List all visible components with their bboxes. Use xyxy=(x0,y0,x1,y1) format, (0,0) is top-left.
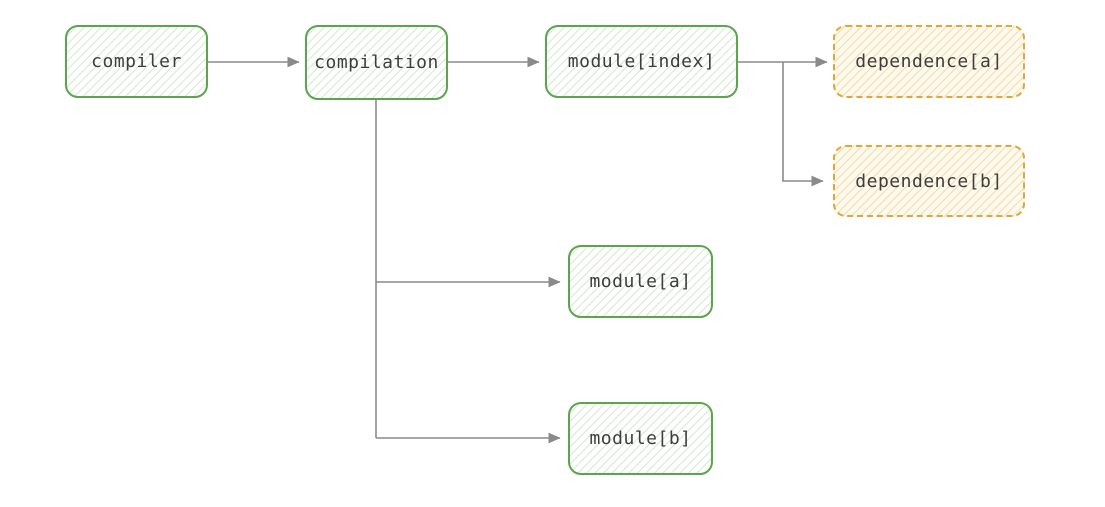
node-dependence-a-label: dependence[a] xyxy=(855,51,1003,72)
node-module-a-label: module[a] xyxy=(589,271,692,292)
node-dependence-b-label: dependence[b] xyxy=(855,170,1003,192)
node-module-b: module[b] xyxy=(568,402,713,475)
node-module-b-label: module[b] xyxy=(589,428,692,449)
node-compiler: compiler xyxy=(65,25,208,98)
node-compilation: compilation xyxy=(305,25,448,100)
node-compiler-label: compiler xyxy=(91,51,182,72)
node-module-index-label: module[index] xyxy=(567,51,716,72)
node-dependence-b: dependence[b] xyxy=(833,145,1025,217)
node-module-a: module[a] xyxy=(568,245,713,318)
node-dependence-a: dependence[a] xyxy=(833,25,1025,98)
node-module-index: module[index] xyxy=(545,25,738,98)
node-compilation-label: compilation xyxy=(314,52,439,73)
edge-module-index-dependence-b xyxy=(782,62,824,187)
